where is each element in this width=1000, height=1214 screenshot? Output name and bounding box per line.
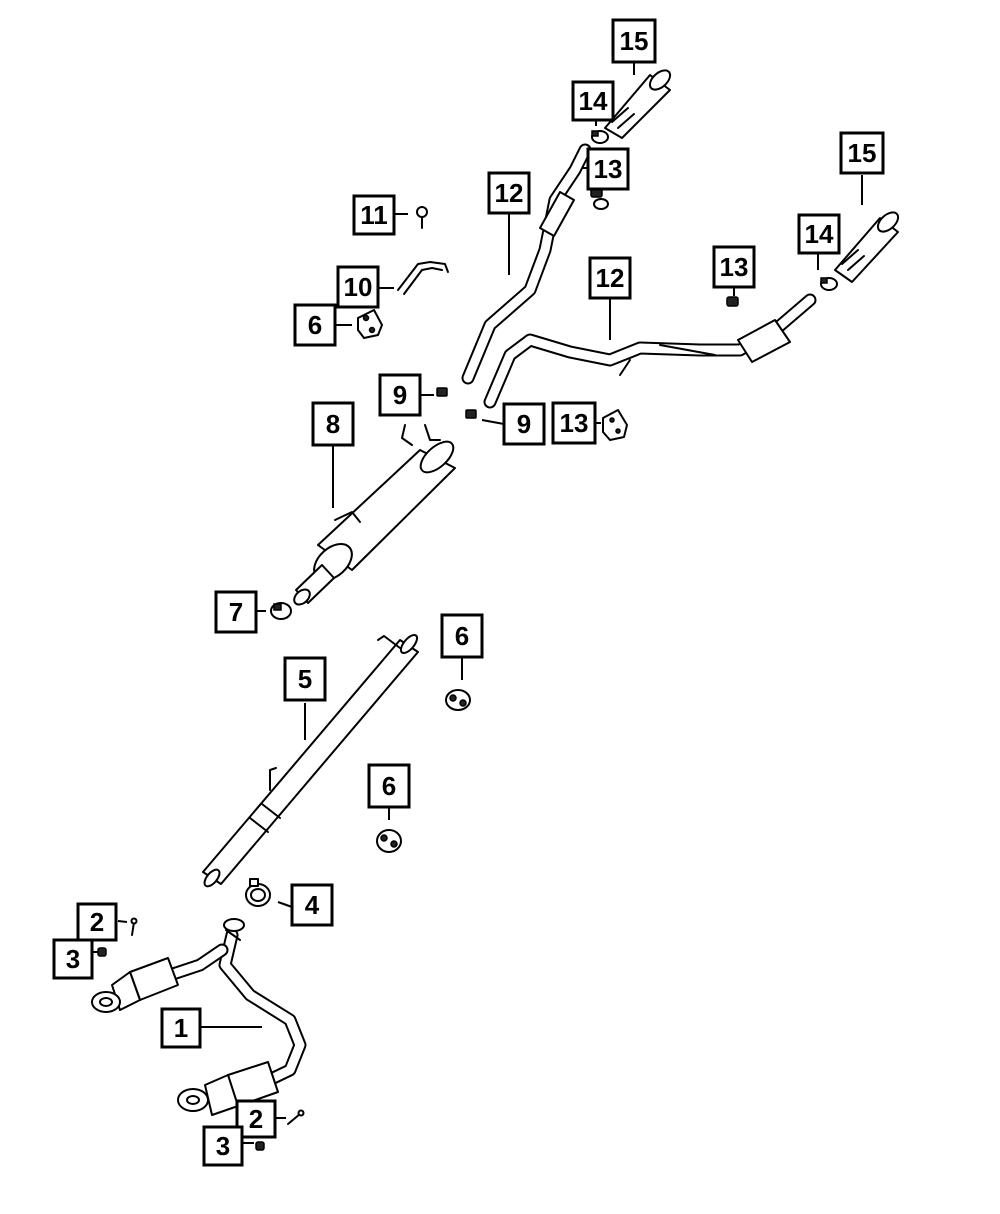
svg-text:6: 6 [308, 310, 322, 340]
tailpipe-left [461, 143, 592, 385]
svg-text:9: 9 [517, 409, 531, 439]
svg-text:8: 8 [326, 409, 340, 439]
callout-6-middle: 6 [440, 613, 484, 659]
callout-5: 5 [283, 656, 327, 702]
callout-13-lower: 13 [551, 401, 597, 445]
callout-2-upper: 2 [76, 902, 118, 942]
callout-3-upper: 3 [52, 938, 94, 980]
svg-text:13: 13 [560, 408, 589, 438]
svg-text:13: 13 [720, 252, 749, 282]
svg-text:3: 3 [66, 944, 80, 974]
muffler [293, 424, 456, 606]
clamp-right-pipe [465, 409, 477, 419]
band-clamp [245, 878, 271, 907]
bolt-upper [130, 917, 138, 936]
tailpipe-right [483, 293, 817, 409]
nut-lower [255, 1141, 265, 1151]
svg-text:9: 9 [393, 380, 407, 410]
callout-9-right: 9 [502, 402, 546, 446]
callout-14-left: 14 [571, 80, 615, 122]
callout-1: 1 [160, 1007, 202, 1049]
callout-15-left: 15 [611, 18, 657, 64]
svg-text:7: 7 [229, 597, 243, 627]
clamp-left-pipe [436, 387, 448, 397]
svg-text:12: 12 [596, 263, 625, 293]
callout-7: 7 [214, 590, 258, 634]
exhaust-tip-left [604, 69, 672, 139]
clamp-left-tailpipe [590, 187, 609, 210]
svg-text:14: 14 [805, 219, 834, 249]
svg-text:10: 10 [344, 272, 373, 302]
hanger-bolt [416, 206, 428, 229]
callout-labels: 1 2 2 3 3 4 5 6 [52, 18, 885, 1167]
intermediate-pipe [202, 633, 419, 888]
svg-text:6: 6 [455, 621, 469, 651]
callout-9-left: 9 [378, 373, 422, 417]
exhaust-tip-right [834, 211, 900, 283]
callout-6-top: 6 [293, 303, 337, 347]
bolt-lower [287, 1109, 305, 1125]
callout-3-lower: 3 [202, 1125, 244, 1167]
callout-13-right: 13 [712, 245, 756, 289]
callout-4: 4 [290, 883, 334, 927]
svg-text:2: 2 [90, 907, 104, 937]
svg-text:13: 13 [594, 154, 623, 184]
y-pipe-catalytic-converter-assembly [91, 918, 307, 1116]
clamp-right-tailpipe [726, 296, 739, 307]
tip-clamp-right [820, 277, 838, 291]
isolator-middle [445, 689, 471, 711]
isolator-top [357, 309, 383, 339]
callout-6-lower: 6 [367, 763, 411, 809]
svg-text:15: 15 [848, 138, 877, 168]
nut-upper [97, 947, 107, 957]
svg-text:12: 12 [495, 178, 524, 208]
svg-text:3: 3 [216, 1131, 230, 1161]
isolator-lower [376, 829, 402, 853]
callout-11: 11 [352, 194, 396, 236]
callout-13-top: 13 [586, 147, 630, 191]
leader-lines [92, 62, 863, 1144]
svg-text:6: 6 [382, 771, 396, 801]
callout-10: 10 [336, 265, 380, 309]
isolator-tailpipe [602, 409, 628, 441]
tip-clamp-left [591, 130, 609, 144]
svg-text:4: 4 [305, 890, 320, 920]
svg-text:11: 11 [360, 200, 388, 230]
callout-15-right: 15 [839, 131, 885, 175]
callout-8: 8 [311, 401, 355, 447]
svg-text:15: 15 [620, 26, 649, 56]
svg-text:5: 5 [298, 664, 312, 694]
hanger-bracket [397, 261, 449, 295]
muffler-inlet-clamp [270, 602, 292, 620]
svg-text:2: 2 [249, 1104, 263, 1134]
callout-14-right: 14 [797, 213, 841, 255]
callout-12-right: 12 [588, 256, 632, 300]
svg-text:1: 1 [174, 1013, 188, 1043]
callout-12-left: 12 [487, 171, 531, 215]
svg-text:14: 14 [579, 86, 608, 116]
